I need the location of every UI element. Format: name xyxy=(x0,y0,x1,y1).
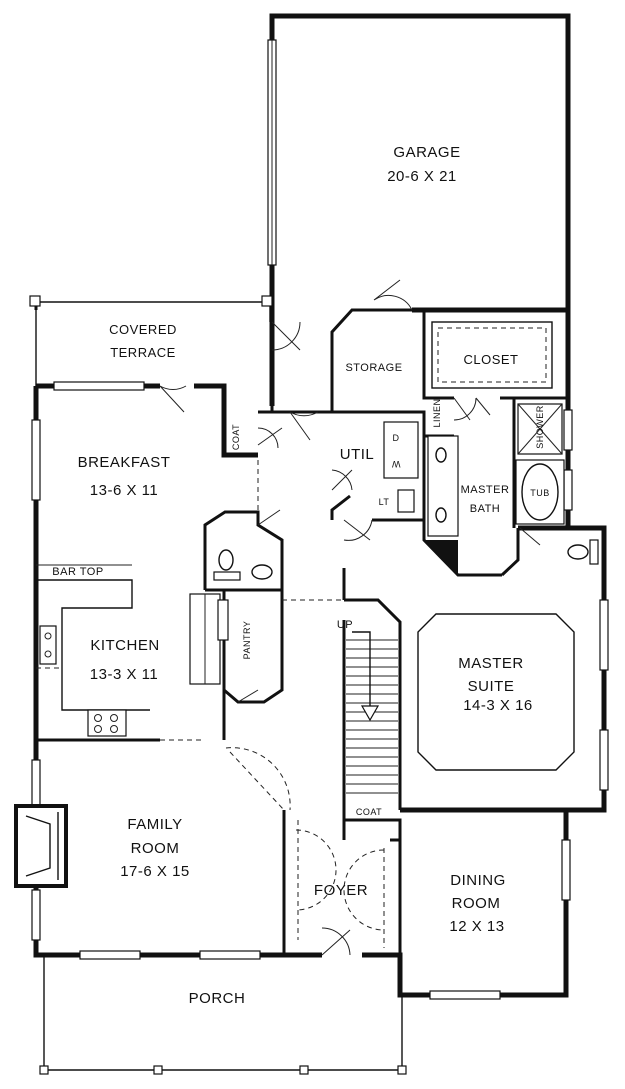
dining-dims: 12 X 13 xyxy=(449,918,504,935)
closet-name: CLOSET xyxy=(463,352,518,367)
pantry xyxy=(223,588,284,704)
coat-upper-name: COAT xyxy=(231,424,241,450)
terrace-line2: TERRACE xyxy=(110,345,176,360)
stair-walls xyxy=(344,598,402,810)
terrace-line1: COVERED xyxy=(109,322,177,337)
closet-walls xyxy=(422,310,454,400)
stair-arrow xyxy=(352,631,380,722)
windows xyxy=(31,39,609,1000)
family-room-line1: FAMILY xyxy=(127,816,182,833)
kitchen-fixtures xyxy=(36,564,229,737)
tub-label: TUB xyxy=(530,488,550,498)
powder-room xyxy=(203,510,284,592)
util-name: UTIL xyxy=(340,446,375,463)
closet-detail xyxy=(417,321,575,771)
covered-terrace-outline xyxy=(29,295,273,386)
fireplace xyxy=(14,804,68,888)
breakfast-dims: 13-6 X 11 xyxy=(90,482,158,499)
util-walls xyxy=(332,410,426,520)
coat-lower-name: COAT xyxy=(356,807,382,817)
coat-lower xyxy=(344,818,402,842)
kitchen-dims: 13-3 X 11 xyxy=(90,666,158,683)
wc-walls xyxy=(500,528,520,577)
master-bath-line1: MASTER xyxy=(461,484,510,496)
util-bottom xyxy=(330,494,351,520)
master-suite-dims: 14-3 X 16 xyxy=(463,697,533,714)
linen-label: LINEN xyxy=(432,398,442,427)
dining-walls xyxy=(384,810,569,998)
storage-name: STORAGE xyxy=(345,362,402,374)
labels: GARAGE 20-6 X 21 COVERED TERRACE STORAGE… xyxy=(52,144,549,1007)
garage-dims: 20-6 X 21 xyxy=(387,168,457,185)
dashed-openings xyxy=(36,460,385,948)
washer-label: W xyxy=(392,459,401,469)
lt-label: LT xyxy=(379,497,390,507)
family-room-dims: 17-6 X 15 xyxy=(120,863,190,880)
pantry-label: PANTRY xyxy=(242,621,252,660)
dining-line1: DINING xyxy=(450,872,506,889)
garage-bottom-wall xyxy=(412,307,571,400)
porch-outline xyxy=(39,955,407,1075)
porch-name: PORCH xyxy=(189,990,246,1007)
bath-fixtures xyxy=(213,403,599,581)
storage-walls xyxy=(330,308,412,412)
garage-name: GARAGE xyxy=(393,144,460,161)
shower-label: SHOWER xyxy=(535,405,545,449)
up-label: UP xyxy=(337,619,353,631)
foyer-name: FOYER xyxy=(314,882,368,899)
garage-walls xyxy=(269,13,571,406)
dryer-label: D xyxy=(393,433,400,443)
bar-top-label: BAR TOP xyxy=(52,566,103,578)
master-suite-line2: SUITE xyxy=(468,678,515,695)
master-suite-line1: MASTER xyxy=(458,655,524,672)
dining-line2: ROOM xyxy=(452,895,501,912)
kitchen-name: KITCHEN xyxy=(90,637,159,654)
breakfast-north-wall-2 xyxy=(194,383,258,458)
master-bath-line2: BATH xyxy=(470,503,501,515)
doors xyxy=(159,279,541,956)
family-room-line2: ROOM xyxy=(131,840,180,857)
breakfast-name: BREAKFAST xyxy=(78,454,171,471)
interior-walls xyxy=(34,300,568,955)
